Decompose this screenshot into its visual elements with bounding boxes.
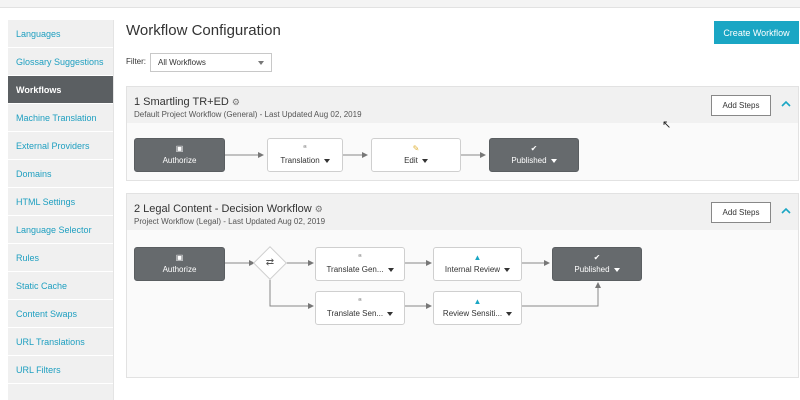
step-label: Translate Gen...: [326, 265, 384, 274]
add-steps-button[interactable]: Add Steps: [711, 202, 771, 223]
sidebar-item-machine-translation[interactable]: Machine Translation: [8, 104, 113, 132]
thumbs-up-icon: ▲: [473, 297, 482, 306]
quote-icon: “: [358, 297, 362, 306]
thumbs-up-icon: ▲: [473, 253, 482, 262]
workflow-card-header: 2 Legal Content - Decision Workflow⚙ Pro…: [127, 194, 798, 230]
workflow-subtitle: Project Workflow (Legal) - Last Updated …: [134, 217, 326, 226]
sidebar-item-languages[interactable]: Languages: [8, 20, 113, 48]
step-label: Translate Sen...: [326, 309, 384, 318]
chevron-up-icon[interactable]: [780, 206, 792, 216]
step-label: Authorize: [162, 265, 197, 274]
lock-icon: ▣: [175, 253, 184, 262]
sidebar-item-language-selector[interactable]: Language Selector: [8, 216, 113, 244]
quote-icon: “: [358, 253, 362, 262]
gear-icon[interactable]: ⚙: [314, 204, 323, 214]
filter-select-value: All Workflows: [158, 58, 206, 67]
mouse-cursor-icon: ↖: [662, 119, 672, 131]
workflow-step-translate-sensitive[interactable]: “ Translate Sen...: [315, 291, 405, 325]
workflow-step-authorize[interactable]: ▣ Authorize: [134, 247, 225, 281]
workflow-card-header: 1 Smartling TR+ED⚙ Default Project Workf…: [127, 87, 798, 123]
sidebar-item-glossary-suggestions[interactable]: Glossary Suggestions: [8, 48, 113, 76]
sidebar-item-url-filters[interactable]: URL Filters: [8, 356, 113, 384]
sidebar-item-external-providers[interactable]: External Providers: [8, 132, 113, 160]
sidebar-item-content-swaps[interactable]: Content Swaps: [8, 300, 113, 328]
step-label: Authorize: [162, 156, 197, 165]
sidebar-item-workflows[interactable]: Workflows: [8, 76, 113, 104]
sidebar-item-static-cache[interactable]: Static Cache: [8, 272, 113, 300]
step-label: Edit: [404, 156, 418, 165]
branch-icon: ⇄: [265, 257, 275, 268]
add-steps-button[interactable]: Add Steps: [711, 95, 771, 116]
filter-label: Filter:: [126, 57, 146, 66]
workflow-step-authorize[interactable]: ▣ Authorize: [134, 138, 225, 172]
step-label: Published: [511, 156, 547, 165]
top-bar: [0, 0, 800, 8]
lock-icon: ▣: [175, 144, 184, 153]
sidebar-item-url-translations[interactable]: URL Translations: [8, 328, 113, 356]
workflow-step-published[interactable]: ✔ Published: [552, 247, 642, 281]
page-title: Workflow Configuration: [126, 22, 281, 39]
create-workflow-button[interactable]: Create Workflow: [714, 21, 799, 44]
gear-icon[interactable]: ⚙: [231, 97, 240, 107]
sidebar-item-html-settings[interactable]: HTML Settings: [8, 188, 113, 216]
quote-icon: “: [303, 144, 307, 153]
step-label: Published: [574, 265, 610, 274]
workflow-subtitle: Default Project Workflow (General) - Las…: [134, 110, 362, 119]
workflow-step-edit[interactable]: ✎ Edit: [371, 138, 461, 172]
workflow-card-1: 1 Smartling TR+ED⚙ Default Project Workf…: [126, 86, 799, 181]
caret-down-icon[interactable]: [323, 158, 330, 163]
workflow-card-2: 2 Legal Content - Decision Workflow⚙ Pro…: [126, 193, 799, 378]
workflow-title: 2 Legal Content - Decision Workflow⚙: [134, 203, 323, 215]
caret-down-icon[interactable]: [506, 311, 513, 316]
caret-down-icon[interactable]: [421, 158, 428, 163]
step-label: Internal Review: [444, 265, 501, 274]
sidebar-item-domains[interactable]: Domains: [8, 160, 113, 188]
check-circle-icon: ✔: [530, 144, 538, 153]
step-label: Translation: [280, 156, 320, 165]
check-circle-icon: ✔: [593, 253, 601, 262]
filter-select[interactable]: All Workflows: [150, 53, 272, 72]
sidebar: Languages Glossary Suggestions Workflows…: [8, 20, 114, 400]
chevron-up-icon[interactable]: [780, 99, 792, 109]
workflow-step-internal-review[interactable]: ▲ Internal Review: [433, 247, 522, 281]
pencil-icon: ✎: [412, 144, 420, 153]
workflow-step-review-sensitive[interactable]: ▲ Review Sensiti...: [433, 291, 522, 325]
sidebar-item-rules[interactable]: Rules: [8, 244, 113, 272]
workflow-title: 1 Smartling TR+ED⚙: [134, 96, 240, 108]
workflow-step-translate-general[interactable]: “ Translate Gen...: [315, 247, 405, 281]
workflow-step-translation[interactable]: “ Translation: [267, 138, 343, 172]
chevron-down-icon: [258, 61, 264, 65]
caret-down-icon[interactable]: [613, 267, 620, 272]
workflow-connectors: [225, 260, 601, 309]
caret-down-icon[interactable]: [387, 311, 394, 316]
workflow-connectors: [225, 152, 486, 158]
workflow-step-published[interactable]: ✔ Published: [489, 138, 579, 172]
caret-down-icon[interactable]: [387, 267, 394, 272]
step-label: Review Sensiti...: [442, 309, 503, 318]
caret-down-icon[interactable]: [550, 158, 557, 163]
caret-down-icon[interactable]: [504, 267, 511, 272]
